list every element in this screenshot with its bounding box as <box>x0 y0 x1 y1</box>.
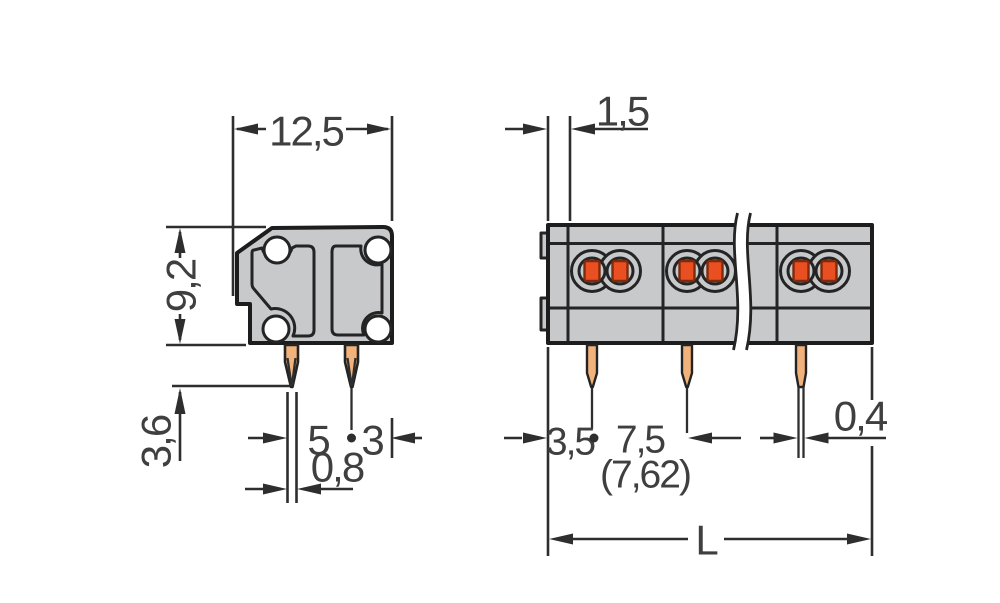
pushbutton <box>678 259 696 283</box>
pushbutton <box>820 259 838 283</box>
dim-dot <box>589 433 599 443</box>
dim-label-pin-to-edge: 3 <box>361 417 383 464</box>
side-view: 12,5 9,2 3,6 5 3 <box>133 108 422 503</box>
dim-label-first-pole-offset: 3,5 <box>546 421 596 464</box>
front-view-pin-3 <box>794 343 808 458</box>
dim-side-pin-width: 0,8 <box>245 444 366 495</box>
pin-tip-sides <box>797 387 805 458</box>
dim-front-end-wall: 1,5 <box>505 88 651 221</box>
dim-label-pin-length: 3,6 <box>133 415 180 468</box>
pole-unit-n <box>779 249 851 293</box>
hole-bottom-right <box>363 314 393 344</box>
side-view-recess-right <box>330 244 384 337</box>
dim-label-overall-width: 12,5 <box>269 108 343 155</box>
pole-unit-1 <box>570 249 642 293</box>
dim-front-total-length: L <box>549 517 871 564</box>
housing-horizontal-lines <box>550 242 870 310</box>
front-view-pin-1 <box>585 343 599 429</box>
dim-side-pin-spacing: 5 3 <box>248 392 422 503</box>
dim-label-pole-pitch-alt: (7,62) <box>600 454 690 497</box>
dim-label-pole-pitch: 7,5 <box>616 419 666 462</box>
pushbutton <box>792 259 810 283</box>
hole-top-left <box>262 235 292 265</box>
dim-side-height: 9,2 <box>158 225 266 347</box>
dim-label-end-wall: 1,5 <box>596 88 649 135</box>
pole-unit-2 <box>665 249 737 293</box>
dim-dot <box>347 433 356 443</box>
front-view-pin-2 <box>680 343 694 433</box>
dim-label-pin-spacing: 5 <box>307 417 329 464</box>
pole-dividers <box>566 227 779 341</box>
hole-top-right <box>363 235 393 265</box>
dim-label-pin-thickness: 0,4 <box>834 393 888 440</box>
pushbutton <box>611 259 629 283</box>
front-view: 1,5 3,5 7,5 0,4 (7,62) L <box>504 88 890 564</box>
dim-label-total-length: L <box>695 517 717 564</box>
dim-label-overall-height: 9,2 <box>158 259 205 312</box>
dim-front-pitch-row: 3,5 7,5 0,4 (7,62) <box>504 347 890 556</box>
side-view-pin-right <box>343 343 360 430</box>
dim-label-pin-width: 0,8 <box>311 444 364 491</box>
hole-bottom-left <box>261 314 291 344</box>
dim-side-pin-length: 3,6 <box>133 384 290 468</box>
pushbutton <box>583 259 601 283</box>
side-view-pin-left <box>283 343 300 389</box>
break-line <box>732 211 753 352</box>
pushbutton <box>706 259 724 283</box>
dim-side-width: 12,5 <box>231 108 394 296</box>
